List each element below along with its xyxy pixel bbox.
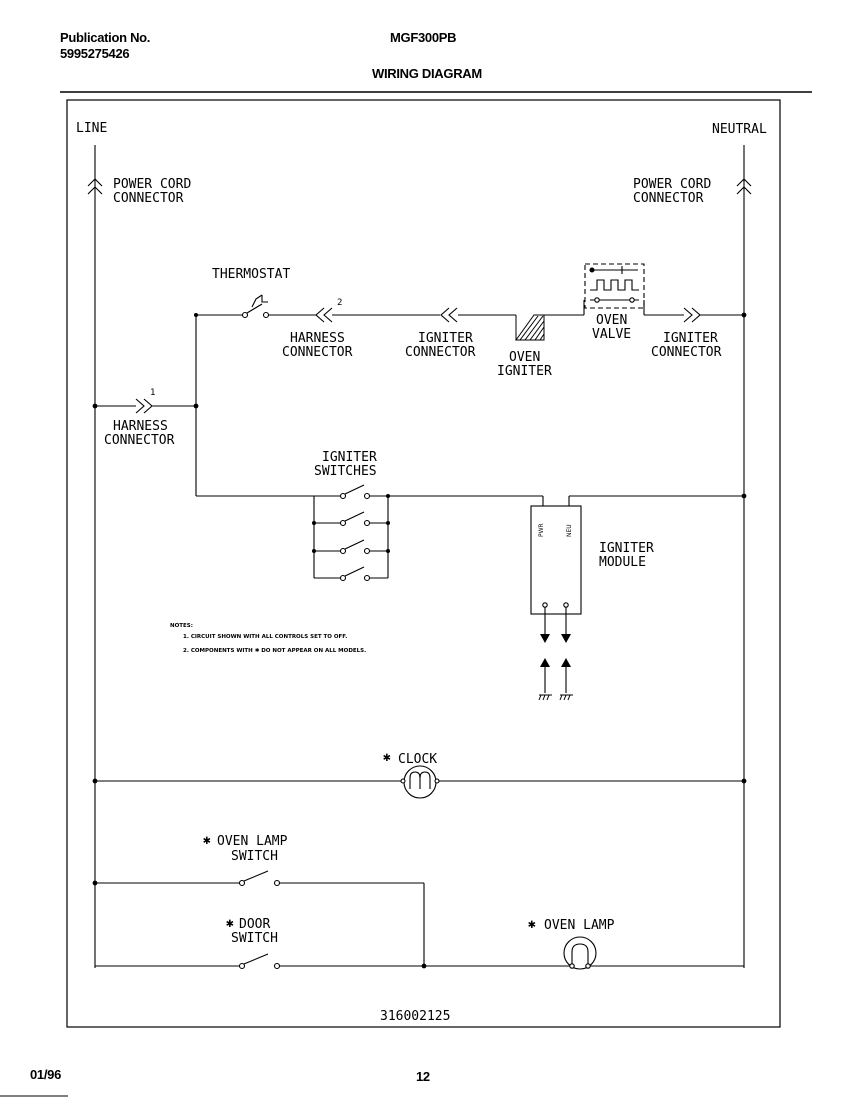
notes-title: NOTES: — [170, 623, 193, 629]
note-1: 1. CIRCUIT SHOWN WITH ALL CONTROLS SET T… — [183, 634, 347, 640]
power-cord-left-line2: CONNECTOR — [113, 191, 184, 206]
oven-igniter-line2: IGNITER — [497, 364, 552, 379]
note-2: 2. COMPONENTS WITH ✱ DO NOT APPEAR ON AL… — [183, 647, 366, 654]
clock-label: CLOCK — [398, 752, 437, 767]
harness-connector-left-line2: CONNECTOR — [104, 433, 175, 448]
diagram-frame — [66, 99, 781, 1028]
junction-dots — [92, 312, 747, 969]
page-title: WIRING DIAGRAM — [372, 66, 482, 81]
oven-igniter-symbol — [515, 314, 545, 341]
thermostat-label: THERMOSTAT — [212, 267, 290, 282]
oven-lamp-asterisk: ✱ — [528, 917, 536, 932]
oven-lamp-switch-line1: OVEN LAMP — [217, 834, 288, 849]
oven-igniter-line1: OVEN — [509, 350, 540, 365]
igniter-module-line1: IGNITER — [599, 541, 654, 556]
power-cord-chevrons — [87, 178, 752, 195]
igniter-connector-left-icon — [440, 307, 458, 323]
oven-valve-line1: OVEN — [596, 313, 627, 328]
module-terminal-neu: NEU — [566, 524, 573, 537]
harness-connector-left-line1: HARNESS — [113, 419, 168, 434]
oven-lamp-switch-line2: SWITCH — [231, 849, 278, 864]
power-cord-right-line1: POWER CORD — [633, 177, 711, 192]
door-switch-symbol — [238, 953, 281, 970]
harness-connector-1-icon — [135, 398, 153, 414]
harness-connector-1-number: 1 — [150, 388, 155, 398]
igniter-connector-right-line2: CONNECTOR — [651, 345, 722, 360]
igniter-switches-line2: SWITCHES — [314, 464, 377, 479]
wires — [94, 145, 745, 968]
thermostat-symbol — [241, 294, 270, 319]
igniter-switches-line1: IGNITER — [322, 450, 377, 465]
module-output-arrows — [540, 634, 571, 667]
oven-valve-symbol — [583, 263, 645, 315]
oven-lamp-switch-symbol — [238, 870, 281, 887]
igniter-connector-right-line1: IGNITER — [663, 331, 718, 346]
footer-date: 01/96 — [30, 1067, 62, 1082]
publication-label: Publication No. — [60, 30, 151, 45]
line-label: LINE — [76, 121, 107, 136]
oven-lamp-label: OVEN LAMP — [544, 918, 615, 933]
door-switch-asterisk: ✱ — [226, 916, 234, 931]
clock-asterisk: ✱ — [383, 750, 391, 765]
igniter-connector-right-icon — [683, 307, 701, 323]
neutral-label: NEUTRAL — [712, 122, 767, 137]
publication-number: 5995275426 — [60, 46, 130, 61]
igniter-connector-left-line2: CONNECTOR — [405, 345, 476, 360]
power-cord-left-line1: POWER CORD — [113, 177, 191, 192]
oven-valve-line2: VALVE — [592, 327, 631, 342]
igniter-switches-symbol — [339, 484, 371, 582]
igniter-module-line2: MODULE — [599, 555, 646, 570]
harness-connector-top-line2: CONNECTOR — [282, 345, 353, 360]
door-switch-line1: DOOR — [239, 917, 270, 932]
diagram-number: 316002125 — [380, 1009, 450, 1024]
module-terminal-pwr: PWR — [538, 523, 545, 537]
oven-lamp-switch-asterisk: ✱ — [203, 833, 211, 848]
harness-connector-2-number: 2 — [337, 298, 342, 308]
igniter-module-symbol — [530, 505, 582, 693]
clock-motor-symbol — [400, 765, 440, 799]
oven-lamp-symbol — [563, 936, 597, 970]
harness-connector-top-line1: HARNESS — [290, 331, 345, 346]
igniter-connector-left-line1: IGNITER — [418, 331, 473, 346]
power-cord-right-line2: CONNECTOR — [633, 191, 704, 206]
door-switch-line2: SWITCH — [231, 931, 278, 946]
page-number: 12 — [416, 1069, 430, 1084]
ground-symbols — [538, 694, 573, 701]
model-number: MGF300PB — [390, 30, 457, 45]
harness-connector-2-icon — [315, 307, 333, 323]
